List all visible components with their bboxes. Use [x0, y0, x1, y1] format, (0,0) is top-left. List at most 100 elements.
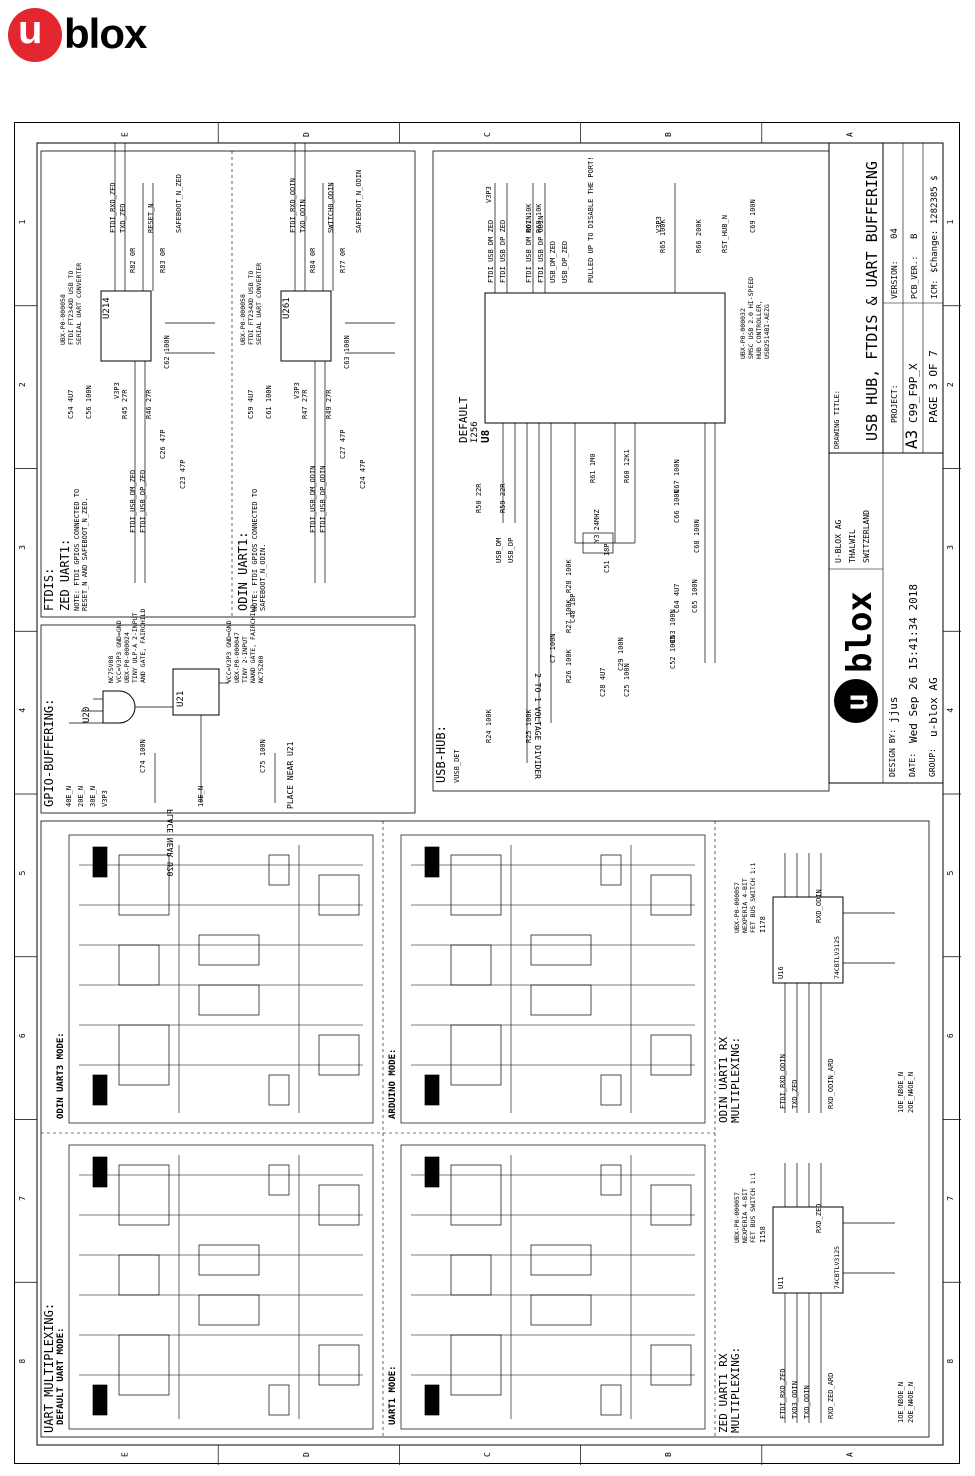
- ftdis-part-c27: C27 47P: [339, 429, 347, 459]
- u16-part: 74CBTLV3125: [833, 936, 841, 979]
- grid-number-right-7: 7: [946, 1196, 955, 1201]
- mode-ftdi-3: [318, 874, 360, 916]
- title-logo-text: blox: [840, 591, 880, 673]
- usb-hub-ic-code: I256: [470, 421, 480, 443]
- mode-header-bottom-3: [92, 1074, 108, 1106]
- hub-part-r65: R65 100K: [659, 218, 667, 253]
- uart-mode-diagram-3: ODIN UART3 MODE:: [56, 834, 374, 1124]
- mode-level-shift-4: [530, 934, 592, 966]
- rx-zed-net-3: TXD_ODIN: [803, 1385, 811, 1419]
- mode-mux-right-3: [118, 1024, 170, 1086]
- mode-buffer-left-2: [450, 1254, 492, 1296]
- mode-connector-right-4: [600, 1074, 622, 1106]
- gpio-net-20e: 20E_N: [77, 786, 85, 807]
- mode-level-shift-3: [198, 934, 260, 966]
- company-city: THALWIL: [848, 529, 857, 563]
- rx-zed-net-2: TXD3_ODIN: [791, 1381, 799, 1419]
- u11-part: 74CBTLV3125: [833, 1246, 841, 1289]
- u20-desc-1: NC7SV08: [107, 656, 115, 683]
- odin-rx-title-2: MULTIPLEXING:: [729, 1037, 742, 1123]
- group-label: GROUP:: [928, 748, 937, 777]
- grid-number-right-3: 3: [946, 545, 955, 550]
- net-switch0-odin: SWITCH0_ODIN: [327, 182, 335, 233]
- gpio-place-near-u21-visible: PLACE NEAR U21: [286, 741, 295, 809]
- pcb-ver-value: B: [910, 234, 920, 239]
- hub-part-c66: C66 100N: [673, 489, 681, 523]
- mode-buffer-left-4: [450, 944, 492, 986]
- mode-mux-right-1: [118, 1334, 170, 1396]
- ftdis-part-r83: R83 0R: [159, 247, 167, 273]
- u21-desc-4: NAND GATE, FAIRCHILD: [249, 605, 257, 683]
- mode-level-shift-2: [530, 1244, 592, 1276]
- gpio-net-30e: 30E_N: [89, 786, 97, 807]
- gpio-cap-c74: C74 100N: [139, 739, 147, 773]
- uart-mode-title-1: DEFAULT UART MODE:: [56, 1327, 66, 1425]
- mode-buffer-left-1: [118, 1254, 160, 1296]
- ftdis-odin-note-1: NOTE: FTDI GPIOS CONNECTED TO: [251, 489, 259, 611]
- title-block: DRAWING TITLE: USB HUB, FTDIS & UART BUF…: [828, 142, 944, 784]
- usb-hub-divider-note: 2 TO 1 VOLTAGE DIVIDER: [533, 673, 542, 779]
- rx-zed-net-1: FTDI_RXD_ZED: [779, 1368, 787, 1419]
- net-reset-n: RESET_N: [147, 203, 155, 233]
- usb-hub-title: USB-HUB:: [434, 725, 448, 783]
- company-name: U-BLOX AG: [834, 519, 843, 563]
- mode-header-top-3: [92, 846, 108, 878]
- mode-connector-left-1: [268, 1164, 290, 1196]
- ftdis-part-r46: R46 27R: [145, 389, 153, 419]
- u16-ref: U16: [777, 966, 785, 979]
- mode-header-bottom-1: [92, 1384, 108, 1416]
- gpio-cap-c75: C75 100N: [259, 739, 267, 773]
- mode-level-shift-2-2: [530, 1294, 592, 1326]
- uart-mode-box-1: [68, 1144, 374, 1430]
- hub-part-c40: C40 18P: [569, 593, 577, 623]
- uart-mode-diagram-2: UART1 MODE:: [388, 1144, 706, 1430]
- ftdi-odin-desc-3: SERIAL UART CONVERTER: [255, 263, 263, 345]
- hub-part-c29: C29 100N: [617, 637, 625, 671]
- hub-part-r66: R66 200K: [695, 218, 703, 253]
- grid-letter-bottom-A: A: [845, 1452, 854, 1457]
- grid-letter-C: C: [483, 132, 492, 137]
- mode-odin-2: [650, 1344, 692, 1386]
- grid-number-8: 8: [18, 1359, 27, 1364]
- ftdis-part-c26: C26 47P: [159, 429, 167, 459]
- drawing-title-label: DRAWING TITLE:: [833, 390, 841, 449]
- u16-bus-switch: [772, 896, 844, 984]
- gpio-net-40e: 40E_N: [65, 786, 73, 807]
- mode-buffer-left-3: [118, 944, 160, 986]
- gpio-net-v3p3: V3P3: [101, 790, 109, 807]
- usb-hub-block: USB-HUB: 2 TO 1 VOLTAGE DIVIDER DEFAULT …: [432, 150, 830, 792]
- net-safeboot-n-odin: SAFEBOOT_N_ODIN: [355, 170, 363, 233]
- ftdis-part-c54: C54 4U7: [67, 389, 75, 419]
- hub-net-usb-dp-zed: USB_DP_ZED: [561, 241, 569, 283]
- u21-desc-5: NC7SZ00: [257, 656, 265, 683]
- hub-net-usb-dm-zed: USB_DM_ZED: [549, 241, 557, 283]
- mode-ftdi-1: [318, 1184, 360, 1226]
- u20-and-gate: [102, 690, 136, 724]
- mode-level-shift-2-1: [198, 1294, 260, 1326]
- hub-net-ftdi-usb-dp-zed: FTDI_USB_DP_ZED: [499, 220, 507, 283]
- uart-mode-diagram-1: DEFAULT UART MODE:: [56, 1144, 374, 1430]
- net-ftdi-usb-dp-odin: FTDI_USB_DP_ODIN: [319, 466, 327, 533]
- grid-letter-D: D: [302, 132, 311, 137]
- ftdi-zed-ic: [100, 290, 152, 362]
- ftdis-odin-title: ODIN UART1:: [236, 532, 250, 611]
- gpio-title: GPIO-BUFFERING:: [42, 699, 56, 807]
- rx-odin-oe-1: 1OE_N: [897, 1092, 905, 1113]
- net-txd-zed: TXD_ZED: [119, 203, 127, 233]
- zed-switch-desc-1: UBX-P0-000057: [733, 1192, 741, 1243]
- grid-number-right-6: 6: [946, 1033, 955, 1038]
- ftdis-part-c61: C61 100N: [265, 385, 273, 419]
- ftdi-odin-ic: [280, 290, 332, 362]
- hub-net-ftdi-usb-dm-zed: FTDI_USB_DM_ZED: [487, 220, 495, 283]
- uart-mode-title-4: ARDUINO MODE:: [388, 1049, 398, 1119]
- u20-desc-5: AND GATE, FAIRCHILD: [139, 609, 147, 683]
- mode-odin-1: [318, 1344, 360, 1386]
- grid-letter-bottom-D: D: [302, 1452, 311, 1457]
- ftdis-zed-note-2: RESET_N AND SAFEBOOT_N_ZED.: [81, 497, 89, 611]
- mode-mux-right-4: [450, 1024, 502, 1086]
- ftdis-rail-v3p3-zed: V3P3: [113, 382, 121, 399]
- grid-number-right-1: 1: [946, 219, 955, 224]
